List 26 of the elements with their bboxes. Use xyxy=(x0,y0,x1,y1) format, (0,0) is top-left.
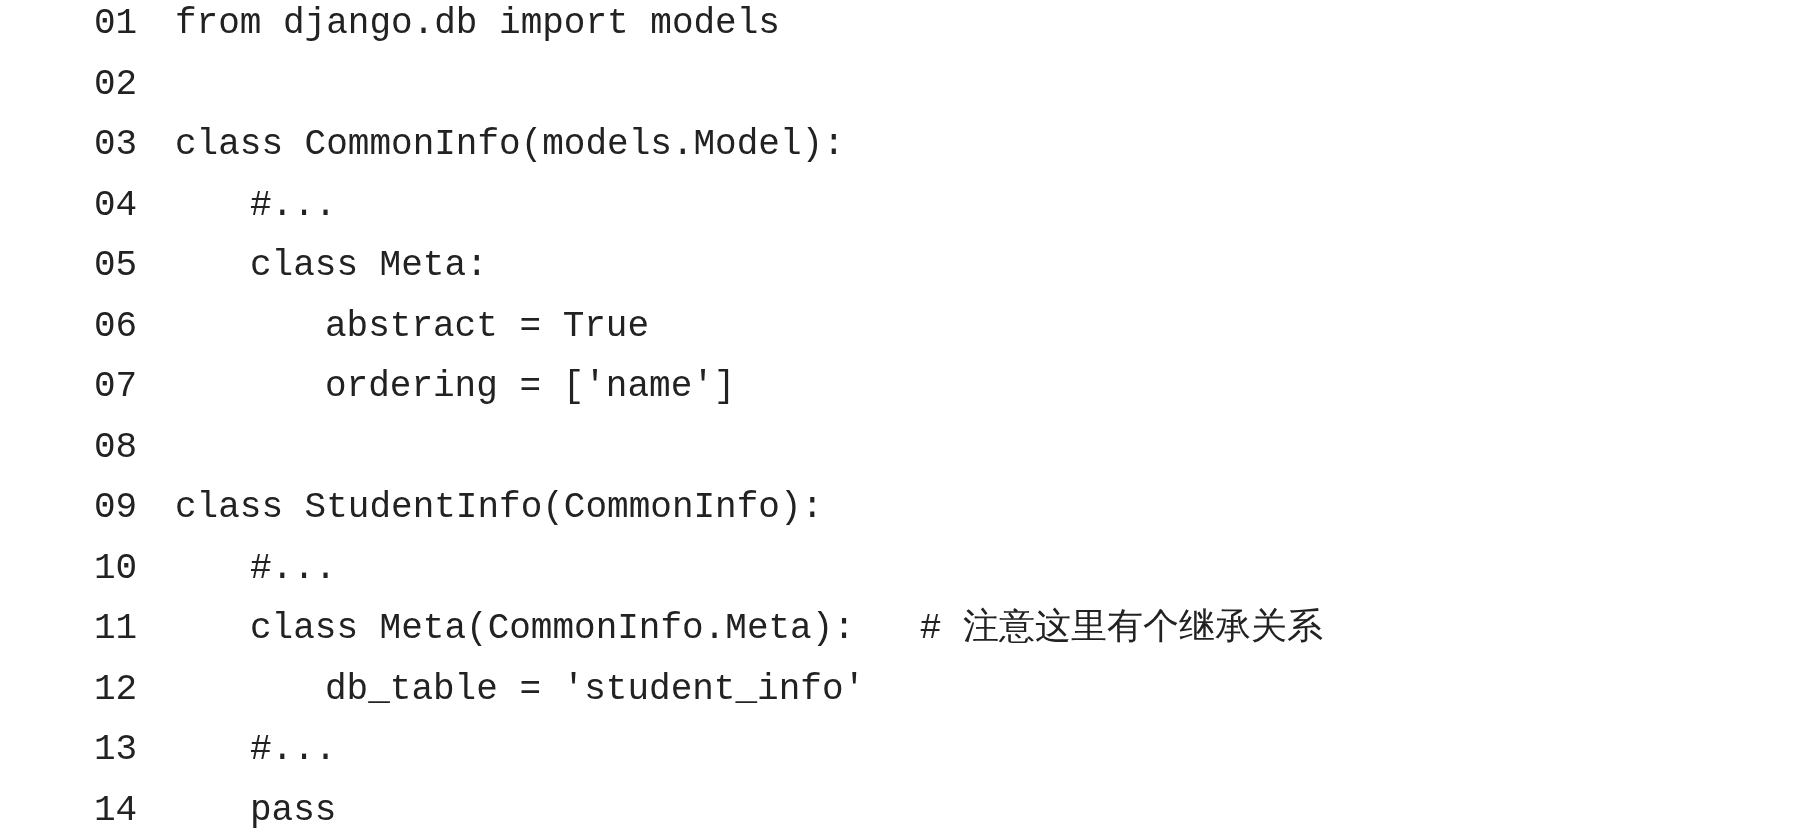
line-number: 13 xyxy=(94,728,138,772)
line-number: 08 xyxy=(94,425,138,470)
code-line: ordering = ['name'] xyxy=(325,365,736,409)
line-number: 12 xyxy=(94,667,138,712)
line-number: 01 xyxy=(94,2,138,46)
code-line: class StudentInfo(CommonInfo): xyxy=(175,486,824,530)
line-number: 05 xyxy=(94,244,138,288)
code-line: class CommonInfo(models.Model): xyxy=(175,123,845,167)
code-line: #... xyxy=(250,546,337,591)
code-line: from django.db import models xyxy=(175,2,780,46)
line-number: 10 xyxy=(94,546,138,591)
code-line: pass xyxy=(250,788,337,833)
line-number: 02 xyxy=(94,62,138,107)
line-number: 11 xyxy=(94,607,138,651)
code-line: #... xyxy=(250,728,337,772)
line-number: 06 xyxy=(94,304,138,349)
line-number: 14 xyxy=(94,788,138,833)
code-line: db_table = 'student_info' xyxy=(325,667,866,712)
line-number: 04 xyxy=(94,183,138,228)
code-line: class Meta(CommonInfo.Meta): # 注意这里有个继承关系 xyxy=(250,607,1323,651)
line-number: 09 xyxy=(94,486,138,530)
code-line: class Meta: xyxy=(250,244,488,288)
code-line: #... xyxy=(250,183,337,228)
line-number: 07 xyxy=(94,365,138,409)
code-line: abstract = True xyxy=(325,304,650,349)
line-number: 03 xyxy=(94,123,138,167)
